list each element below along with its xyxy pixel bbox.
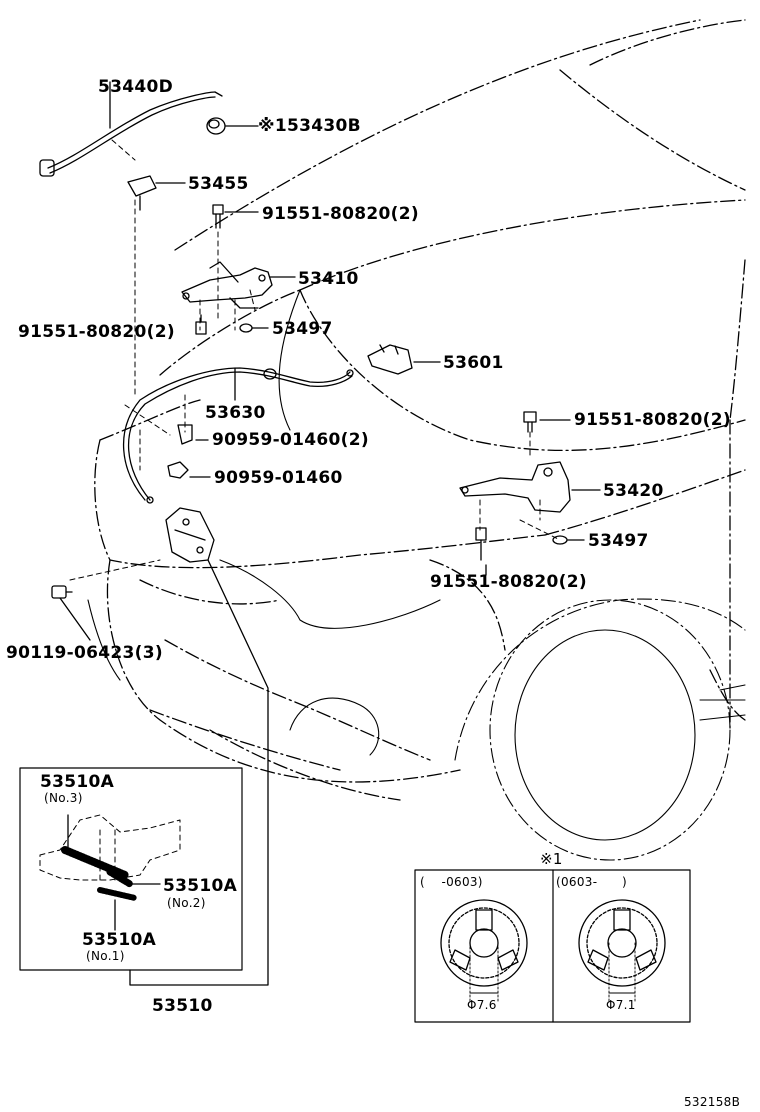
label-90119: 90119-06423(3) <box>6 643 163 663</box>
bolt-90119 <box>51 585 91 641</box>
inset-clip-box <box>414 869 691 1023</box>
label-53497-bottom: 53497 <box>588 531 649 551</box>
bolt-91551-right <box>523 411 571 433</box>
label-53497-top: 53497 <box>272 319 333 339</box>
rod-holder-53455 <box>127 175 186 211</box>
note-no3: (No.3) <box>44 791 83 805</box>
hood-hinge-53420 <box>459 461 601 513</box>
label-90959-a: 90959-01460(2) <box>212 430 369 450</box>
label-90959-b: 90959-01460 <box>214 468 343 488</box>
label-91551-top: 91551-80820(2) <box>262 204 419 224</box>
hood-hinge-53410 <box>181 261 296 309</box>
inset-springs-box <box>19 767 243 971</box>
label-91551-right: 91551-80820(2) <box>574 410 731 430</box>
label-ref-mark-1: ※1 <box>540 850 563 868</box>
bolt-91551-top <box>212 204 259 229</box>
release-cable-53630 <box>122 367 354 504</box>
label-53410: 53410 <box>298 269 359 289</box>
note-no1: (No.1) <box>86 949 125 963</box>
bolt-91551-bottom <box>475 527 487 576</box>
label-53440D: 53440D <box>98 77 174 97</box>
car-front-details <box>87 289 746 861</box>
label-left-dim: Φ7.6 <box>467 998 497 1012</box>
label-53510A-no1: 53510A <box>82 930 157 950</box>
hood-support-rod <box>39 81 223 177</box>
car-body-outline <box>94 19 746 801</box>
label-right-range: (0603- ) <box>556 875 628 889</box>
release-lever-53601 <box>367 344 441 375</box>
grommet-53430B <box>206 117 259 135</box>
label-53420: 53420 <box>603 481 664 501</box>
bolt-91551-left <box>195 314 207 335</box>
washer-53497-bottom <box>552 535 585 545</box>
label-53601: 53601 <box>443 353 504 373</box>
label-53510: 53510 <box>152 996 213 1016</box>
label-53510A-no2: 53510A <box>163 876 238 896</box>
label-53455: 53455 <box>188 174 249 194</box>
label-left-range: ( -0603) <box>420 875 483 889</box>
clamp-90959-b <box>167 461 211 479</box>
clamp-90959-a <box>177 424 209 445</box>
figure-code: 532158B <box>684 1095 741 1109</box>
note-no2: (No.2) <box>167 896 206 910</box>
label-53430B: ※153430B <box>258 116 361 136</box>
label-91551-left: 91551-80820(2) <box>18 322 175 342</box>
washer-53497-top <box>239 323 269 333</box>
label-53510A-no3: 53510A <box>40 772 115 792</box>
hood-lock-53510 <box>129 507 269 986</box>
label-53630: 53630 <box>205 403 266 423</box>
label-91551-bottom: 91551-80820(2) <box>430 572 587 592</box>
label-right-dim: Φ7.1 <box>606 998 636 1012</box>
